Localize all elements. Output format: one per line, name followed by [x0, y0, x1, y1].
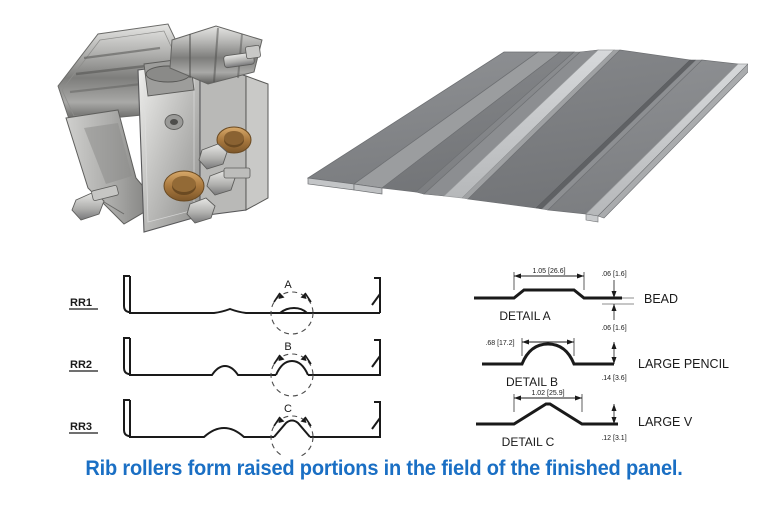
detail-b-group: .68 [17.2] .14 [3.6] LARGE PENCIL DETAIL… [482, 338, 729, 389]
rib-profiles-svg: RR1 A RR2 [69, 275, 381, 456]
detail-b-width-dim: .68 [17.2] [485, 340, 514, 347]
rib-roller-illustration [57, 23, 269, 233]
callout-circle-c [270, 415, 314, 456]
fastener-group [71, 44, 261, 224]
figure-caption: Rib rollers form raised portions in the … [85, 456, 683, 480]
callout-letter-c: C [284, 403, 292, 415]
detail-c-title: DETAIL C [502, 435, 555, 449]
profile-row-rr3 [123, 399, 381, 438]
rib-profile-diagrams: RR1 A RR2 [62, 258, 442, 456]
lower-bracket-arm [65, 109, 159, 225]
panel-3d-render [298, 38, 748, 223]
brass-bushing-lower [163, 170, 205, 202]
profile-label-rr3: RR3 [70, 421, 92, 433]
detail-c-width-dim: 1.02 [25.9] [531, 390, 564, 397]
profile-label-rr2: RR2 [70, 359, 92, 371]
detail-a-height-dim-bottom: .06 [1.6] [601, 325, 626, 332]
profile-label-rr1: RR1 [70, 297, 92, 309]
profile-row-rr1 [123, 275, 381, 314]
detail-c-height-dim: .12 [3.1] [601, 435, 626, 442]
detail-a-title: DETAIL A [499, 309, 550, 323]
side-plate [245, 75, 269, 211]
brass-bushing-upper [216, 126, 252, 154]
callout-letter-b: B [284, 341, 291, 353]
detail-a-height-dim-top: .06 [1.6] [601, 271, 626, 278]
detail-b-height-dim: .14 [3.6] [601, 375, 626, 382]
detail-c-group: 1.02 [25.9] .12 [3.1] LARGE V DETAIL C [476, 390, 693, 449]
callout-circle-a [270, 291, 314, 335]
detail-a-width-dim: 1.05 [26.6] [532, 268, 565, 275]
panel-rib-1 [443, 49, 621, 200]
detail-b-title: DETAIL B [506, 375, 558, 389]
details-svg: 1.05 [26.6] .06 [1.6] .06 [1.6] BEAD DET… [474, 268, 729, 449]
detail-drawings: 1.05 [26.6] .06 [1.6] .06 [1.6] BEAD DET… [462, 258, 762, 456]
callout-letter-a: A [284, 279, 292, 291]
detail-c-name: LARGE V [638, 415, 693, 429]
detail-a-group: 1.05 [26.6] .06 [1.6] .06 [1.6] BEAD DET… [474, 268, 678, 332]
profile-row-rr2 [123, 337, 381, 376]
detail-a-name: BEAD [644, 292, 678, 306]
callout-circle-b [270, 353, 314, 397]
panel-3d-illustration [306, 49, 748, 223]
roller-drum-front [169, 25, 263, 85]
rib-roller-photo [40, 18, 290, 243]
detail-b-name: LARGE PENCIL [638, 357, 729, 371]
